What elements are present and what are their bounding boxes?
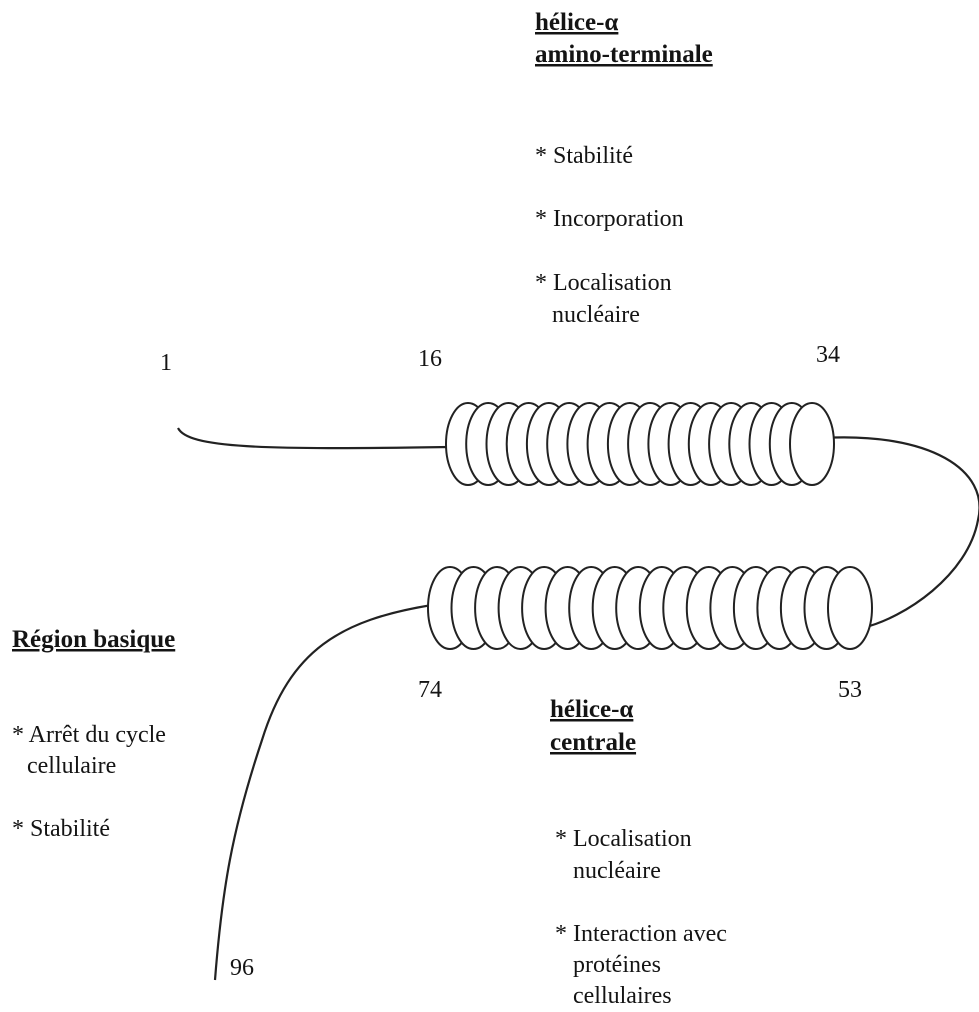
- helix-c-function-1b: nucléaire: [573, 858, 661, 884]
- helix-n-function-2: * Incorporation: [535, 206, 684, 232]
- helix-turn: [828, 567, 872, 649]
- basic-function-1: * Arrêt du cycle: [12, 722, 166, 748]
- basic-function-1b: cellulaire: [27, 753, 116, 779]
- helix-n-function-1: * Stabilité: [535, 143, 633, 169]
- helix-c-title-line1: hélice-α: [550, 696, 633, 723]
- central-helix: [428, 567, 872, 649]
- basic-function-2: * Stabilité: [12, 816, 110, 842]
- helix-turn: [790, 403, 834, 485]
- helix-c-function-1: * Localisation: [555, 826, 692, 852]
- position-34: 34: [816, 342, 840, 368]
- position-16: 16: [418, 346, 442, 372]
- helix-c-function-2: * Interaction avec: [555, 921, 727, 947]
- c-terminal-tail-line: [215, 605, 432, 980]
- position-1: 1: [160, 350, 172, 376]
- helix-n-function-3: * Localisation: [535, 270, 672, 296]
- helix-n-title-line2: amino-terminale: [535, 41, 713, 68]
- position-53: 53: [838, 677, 862, 703]
- helix-n-function-3b: nucléaire: [552, 302, 640, 328]
- position-74: 74: [418, 677, 442, 703]
- helix-c-title-line2: centrale: [550, 729, 636, 756]
- helix-c-function-2c: cellulaires: [573, 983, 672, 1009]
- helix-n-title-line1: hélice-α: [535, 9, 618, 36]
- n-terminal-helix: [446, 403, 834, 485]
- helix-c-function-2b: protéines: [573, 952, 661, 978]
- position-96: 96: [230, 955, 254, 981]
- n-terminal-tail-line: [178, 428, 450, 448]
- basic-region-title: Région basique: [12, 626, 175, 653]
